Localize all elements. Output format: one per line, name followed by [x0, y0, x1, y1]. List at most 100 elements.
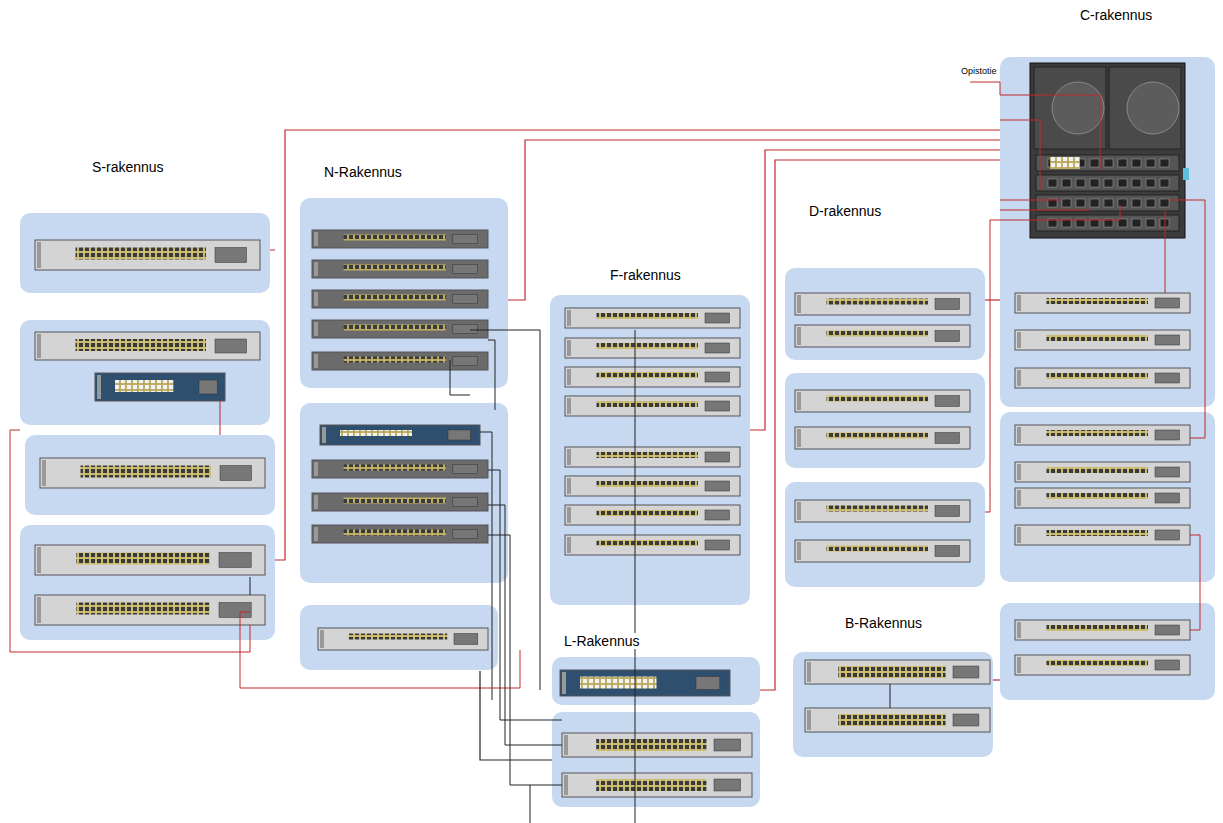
- building-panel: [1000, 412, 1215, 582]
- network-link: [760, 160, 1000, 690]
- street-label: Opistotie: [960, 66, 998, 76]
- cable: [450, 360, 470, 395]
- network-switch: [318, 628, 488, 650]
- building-panel: [552, 657, 760, 705]
- network-switch: [565, 476, 740, 496]
- building-panel: [785, 373, 985, 468]
- network-switch: [320, 425, 480, 445]
- network-link: [275, 130, 1000, 560]
- network-switch: [95, 373, 225, 401]
- building-panel: [20, 320, 270, 425]
- network-switch: [1015, 488, 1190, 508]
- network-switch: [312, 320, 488, 338]
- network-switch: [1015, 425, 1190, 445]
- cable: [635, 330, 636, 823]
- building-heading: D-rakennus: [807, 203, 883, 219]
- network-link: [508, 140, 1000, 300]
- cable: [530, 785, 531, 823]
- cable: [488, 535, 562, 785]
- network-switch: [40, 458, 265, 488]
- network-switch: [1015, 462, 1190, 482]
- building-group: C-rakennus: [1000, 6, 1215, 701]
- cable: [1000, 210, 1090, 211]
- building-group: B-Rakennus: [793, 614, 993, 758]
- cable: [270, 250, 275, 251]
- network-switch: [560, 670, 730, 696]
- building-panel: [25, 435, 275, 515]
- network-switch: [565, 535, 740, 555]
- network-switch: [312, 460, 488, 478]
- cable: [480, 432, 492, 700]
- cable: [1190, 535, 1200, 630]
- network-switch: [35, 545, 265, 575]
- network-switch: [1015, 330, 1190, 350]
- building-panel: [300, 198, 508, 388]
- building-panel: [550, 295, 750, 605]
- network-switch: [795, 427, 970, 449]
- building-heading: S-rakennus: [90, 159, 166, 175]
- building-panel: [1000, 603, 1215, 700]
- network-switch: [565, 396, 740, 416]
- building-panel: [300, 403, 508, 583]
- cable: [250, 577, 251, 595]
- building-panel: [1000, 57, 1215, 407]
- building-heading: L-Rakennus: [562, 633, 642, 649]
- network-link: [985, 299, 1000, 300]
- network-switch: [35, 595, 265, 625]
- network-switch: [1015, 655, 1190, 675]
- network-switch: [805, 708, 990, 732]
- building-panel: [785, 482, 985, 587]
- cable: [470, 330, 540, 690]
- building-heading: C-rakennus: [1078, 7, 1154, 23]
- building-heading: N-Rakennus: [322, 164, 404, 180]
- network-switch: [1015, 525, 1190, 545]
- building-panel: [20, 213, 270, 293]
- network-switch: [312, 230, 488, 248]
- building-panel: [793, 652, 993, 757]
- cable: [220, 400, 221, 435]
- building-group: L-Rakennus: [552, 632, 760, 808]
- network-link: [480, 671, 552, 760]
- cable: [488, 505, 562, 745]
- network-switch: [805, 660, 990, 684]
- building-panel: [300, 605, 498, 670]
- cable: [985, 205, 1120, 512]
- cable: [1000, 200, 1060, 201]
- network-link: [993, 679, 1000, 680]
- building-panel: [785, 268, 985, 360]
- network-switch: [795, 500, 970, 522]
- network-switch: [312, 260, 488, 278]
- network-switch: [1015, 293, 1190, 313]
- network-switch: [312, 352, 488, 370]
- cable: [488, 340, 495, 410]
- network-switch: [795, 293, 970, 315]
- building-group: N-Rakennus: [300, 163, 508, 671]
- network-switch: [795, 390, 970, 412]
- cable: [488, 470, 562, 720]
- cable: [970, 82, 1100, 170]
- cable: [1000, 120, 1040, 190]
- building-heading: F-rakennus: [608, 267, 683, 283]
- network-switch: [35, 332, 260, 360]
- building-group: S-rakennus: [20, 158, 275, 642]
- network-switch: [1015, 620, 1190, 640]
- network-switch: [565, 367, 740, 387]
- network-switch: [35, 240, 260, 270]
- cable: [240, 612, 520, 688]
- network-switch: [312, 290, 488, 308]
- building-panel: [552, 712, 760, 807]
- building-group: F-rakennus: [550, 266, 750, 606]
- network-switch: [795, 540, 970, 562]
- network-switch: [562, 773, 752, 797]
- network-switch: [565, 308, 740, 328]
- network-switch: [312, 493, 488, 511]
- cable: [1165, 210, 1166, 293]
- cable: [1170, 200, 1205, 438]
- building-group: D-rakennus: [785, 202, 985, 588]
- network-switch: [565, 447, 740, 467]
- cable: [10, 430, 250, 652]
- network-link: [750, 150, 1000, 430]
- network-switch: [1015, 368, 1190, 388]
